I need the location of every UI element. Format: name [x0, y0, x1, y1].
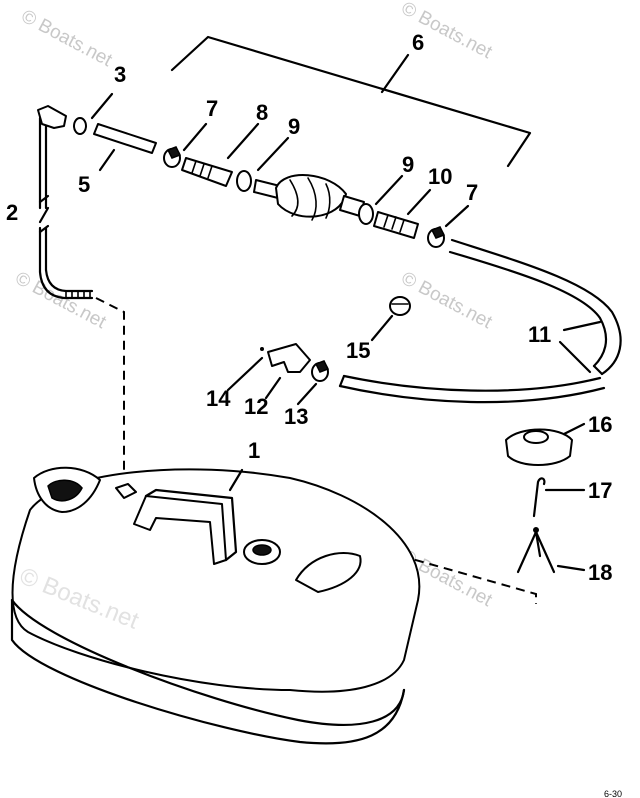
clamp-part-7-right — [427, 226, 446, 248]
clamp-part-7 — [163, 146, 182, 168]
clamp-part-3 — [73, 117, 87, 135]
page-footer-mark: 6-30 — [604, 789, 622, 798]
callout-17: 17 — [588, 478, 612, 503]
pickup-tube-part-2 — [37, 105, 94, 300]
callout-10: 10 — [428, 164, 452, 189]
callout-12: 12 — [244, 394, 268, 419]
watermark-mid-right: © Boats.net — [398, 268, 496, 334]
callout-15: 15 — [346, 338, 370, 363]
callout-labels: 1 2 3 5 6 7 8 9 9 10 7 11 12 13 14 15 16… — [6, 30, 612, 585]
callout-6-bracket — [170, 35, 532, 168]
connector-part-10 — [373, 211, 419, 239]
callout-7-right: 7 — [466, 180, 478, 205]
fuel-tank-part-1 — [10, 466, 421, 745]
connector-part-8 — [181, 157, 233, 187]
callout-18: 18 — [588, 560, 612, 585]
callout-6: 6 — [412, 30, 424, 55]
ring-part-9-right — [358, 203, 374, 225]
long-hose-part-11 — [338, 238, 622, 404]
short-hose-part-5 — [93, 123, 157, 154]
hook-part-17 — [532, 477, 546, 518]
plug-part-15 — [389, 296, 411, 316]
callout-13: 13 — [284, 404, 308, 429]
callout-2: 2 — [6, 200, 18, 225]
clamp-part-13 — [311, 360, 330, 382]
callout-9: 9 — [288, 114, 300, 139]
callout-14: 14 — [206, 386, 231, 411]
callout-5: 5 — [78, 172, 90, 197]
callout-7: 7 — [206, 96, 218, 121]
elbow-fitting-part-12 — [260, 343, 311, 373]
ring-part-9-left — [236, 170, 252, 192]
filler-cap-part-16 — [505, 428, 573, 466]
leader-lines — [38, 92, 602, 572]
callout-1: 1 — [248, 438, 260, 463]
tether-part-18 — [516, 527, 556, 574]
callout-3: 3 — [114, 62, 126, 87]
callout-9-right: 9 — [402, 152, 414, 177]
callout-16: 16 — [588, 412, 612, 437]
callout-11: 11 — [528, 322, 551, 347]
primer-bulb — [253, 174, 365, 221]
callout-8: 8 — [256, 100, 268, 125]
watermark-mid-left: © Boats.net — [12, 268, 110, 334]
watermark-top-left: © Boats.net — [18, 6, 116, 72]
